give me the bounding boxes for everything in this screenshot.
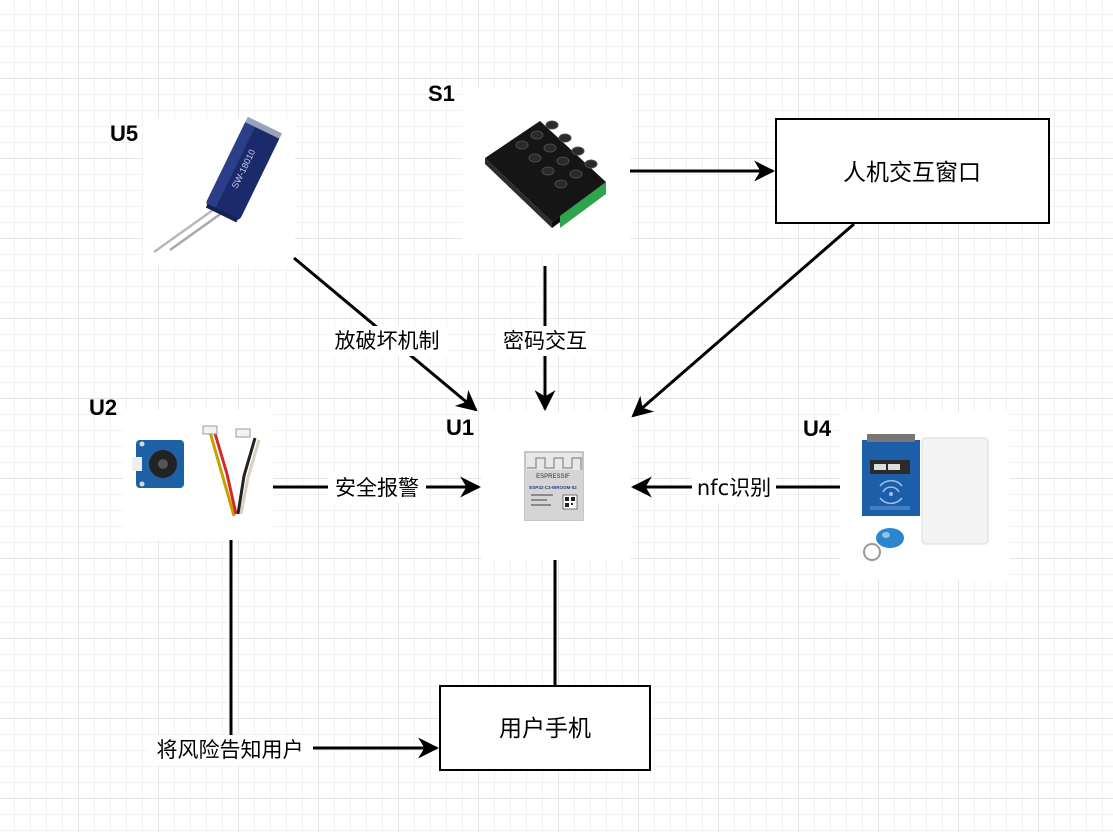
edge-hmi-to-u1: [631, 222, 855, 418]
component-label-u5: U5: [110, 121, 138, 146]
edge-label-u2-u1: 安全报警: [335, 476, 419, 500]
user-phone-label: 用户手机: [499, 716, 591, 742]
component-label-u4: U4: [803, 416, 832, 441]
edge-label-s1-u1: 密码交互: [503, 329, 587, 353]
esp32-module-icon: ESPRESSIF ESP32-C3-WROOM-02: [524, 451, 584, 521]
edge-label-u2-phone: 将风险告知用户: [157, 738, 304, 762]
chip-model-text: ESP32-C3-WROOM-02: [529, 485, 577, 490]
chip-brand-text: ESPRESSIF: [536, 474, 570, 480]
hmi-window-box: 人机交互窗口: [775, 118, 1050, 224]
hmi-window-label: 人机交互窗口: [843, 160, 981, 186]
user-phone-box: 用户手机: [439, 685, 651, 771]
edge-label-u4-u1: nfc识别: [697, 476, 771, 500]
component-label-u2: U2: [89, 395, 117, 420]
matrix-keypad-icon: [485, 120, 606, 228]
vibration-switch-sensor-icon: SW-18010: [153, 116, 282, 254]
component-label-u1: U1: [446, 415, 474, 440]
nfc-reader-icon: [862, 434, 989, 561]
edge-label-u5-u1: 放破坏机制: [335, 329, 440, 353]
component-label-s1: S1: [428, 81, 455, 106]
buzzer-module-icon: [132, 425, 261, 517]
edge-u2-to-phone: [229, 540, 440, 759]
